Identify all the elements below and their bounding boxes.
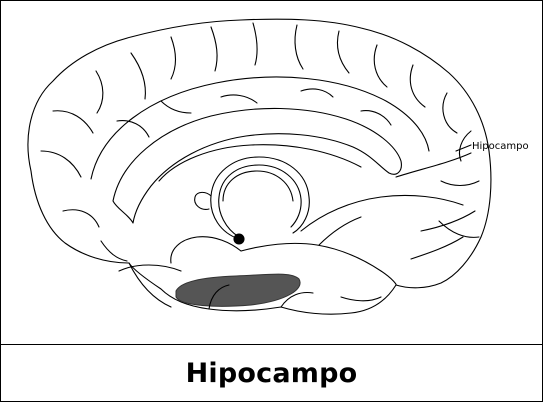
mammillary-body — [234, 234, 244, 244]
fornix — [211, 157, 310, 239]
caption-panel: Hipocampo — [1, 345, 542, 401]
hippocampus-callout-label: Hipocampo — [472, 141, 529, 152]
brain-medial-view — [1, 1, 542, 344]
hippocampus-highlight — [176, 274, 300, 306]
caption-title: Hipocampo — [186, 358, 358, 389]
brain-outline — [28, 19, 491, 314]
brain-illustration-panel: Hipocampo — [1, 1, 542, 345]
